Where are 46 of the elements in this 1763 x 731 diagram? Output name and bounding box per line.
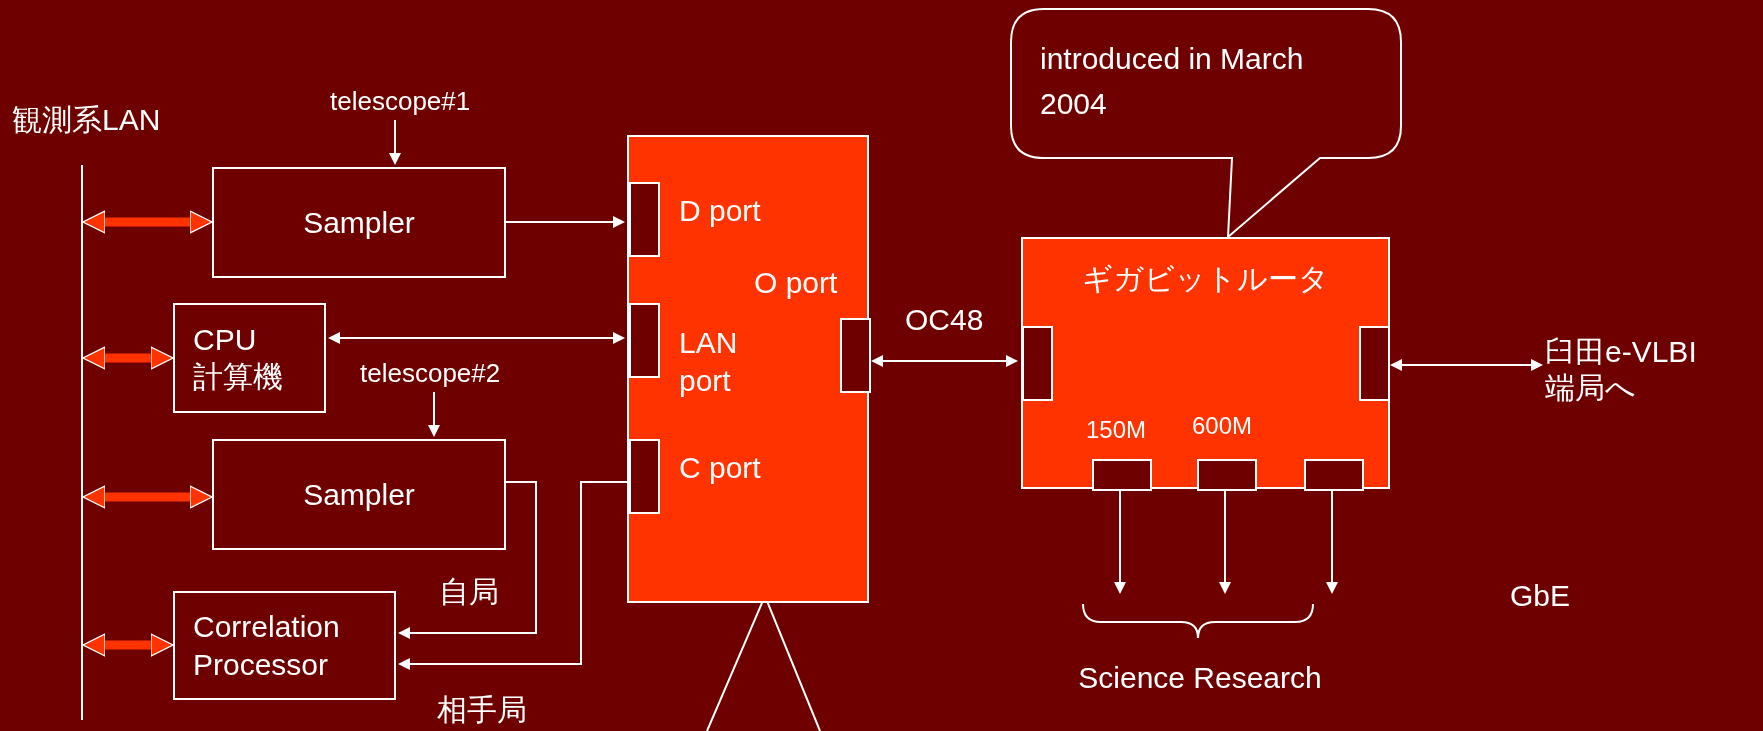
- box-label: Sampler: [302, 477, 416, 513]
- speech-bubble: [1010, 8, 1402, 238]
- port-label: 600M: [1192, 411, 1254, 441]
- port-label: D port: [679, 193, 762, 229]
- brace-label: Science Research: [1077, 660, 1323, 696]
- arrow: [505, 216, 625, 228]
- text-label: GbE: [1510, 578, 1571, 614]
- arrow: [398, 481, 537, 639]
- box-title: ギガビットルータ: [1081, 261, 1330, 297]
- port: [629, 303, 660, 378]
- arrow: [328, 332, 625, 344]
- box-label: Correlation Processor: [193, 609, 341, 683]
- arrow: [398, 481, 628, 670]
- device-box: [627, 135, 869, 603]
- double-arrow: [82, 485, 213, 509]
- router-box: [1021, 237, 1390, 489]
- text-label: 臼田e-VLBI端局へ: [1545, 334, 1705, 412]
- arrow: [871, 355, 1018, 367]
- arrow: [1390, 359, 1543, 371]
- port: [1359, 326, 1390, 401]
- port: [1197, 459, 1257, 491]
- port: [840, 318, 871, 393]
- port-label: O port: [754, 265, 839, 301]
- box-label: Sampler: [302, 205, 416, 241]
- bus-line: [81, 165, 83, 720]
- processor-box: [173, 591, 396, 700]
- callout-text: introduced in March 2004: [1040, 41, 1305, 122]
- port: [629, 182, 660, 257]
- port: [629, 439, 660, 514]
- port: [1022, 326, 1053, 401]
- port: [1092, 459, 1152, 491]
- box-label: CPU計算機: [193, 321, 284, 395]
- arrow: [389, 119, 401, 165]
- port-label: C port: [679, 450, 762, 486]
- port: [1304, 459, 1364, 491]
- computer-box: [173, 303, 326, 413]
- port-label: 150M: [1086, 415, 1148, 445]
- port-label: LAN port: [679, 325, 739, 399]
- double-arrow: [82, 633, 174, 657]
- network-label: 観測系LAN: [12, 102, 161, 138]
- double-arrow: [82, 210, 213, 234]
- text-label: telescope#2: [360, 358, 512, 392]
- arrow: [428, 391, 440, 437]
- sampler-box: [212, 439, 506, 550]
- double-arrow: [82, 346, 174, 370]
- sampler-box: [212, 167, 506, 278]
